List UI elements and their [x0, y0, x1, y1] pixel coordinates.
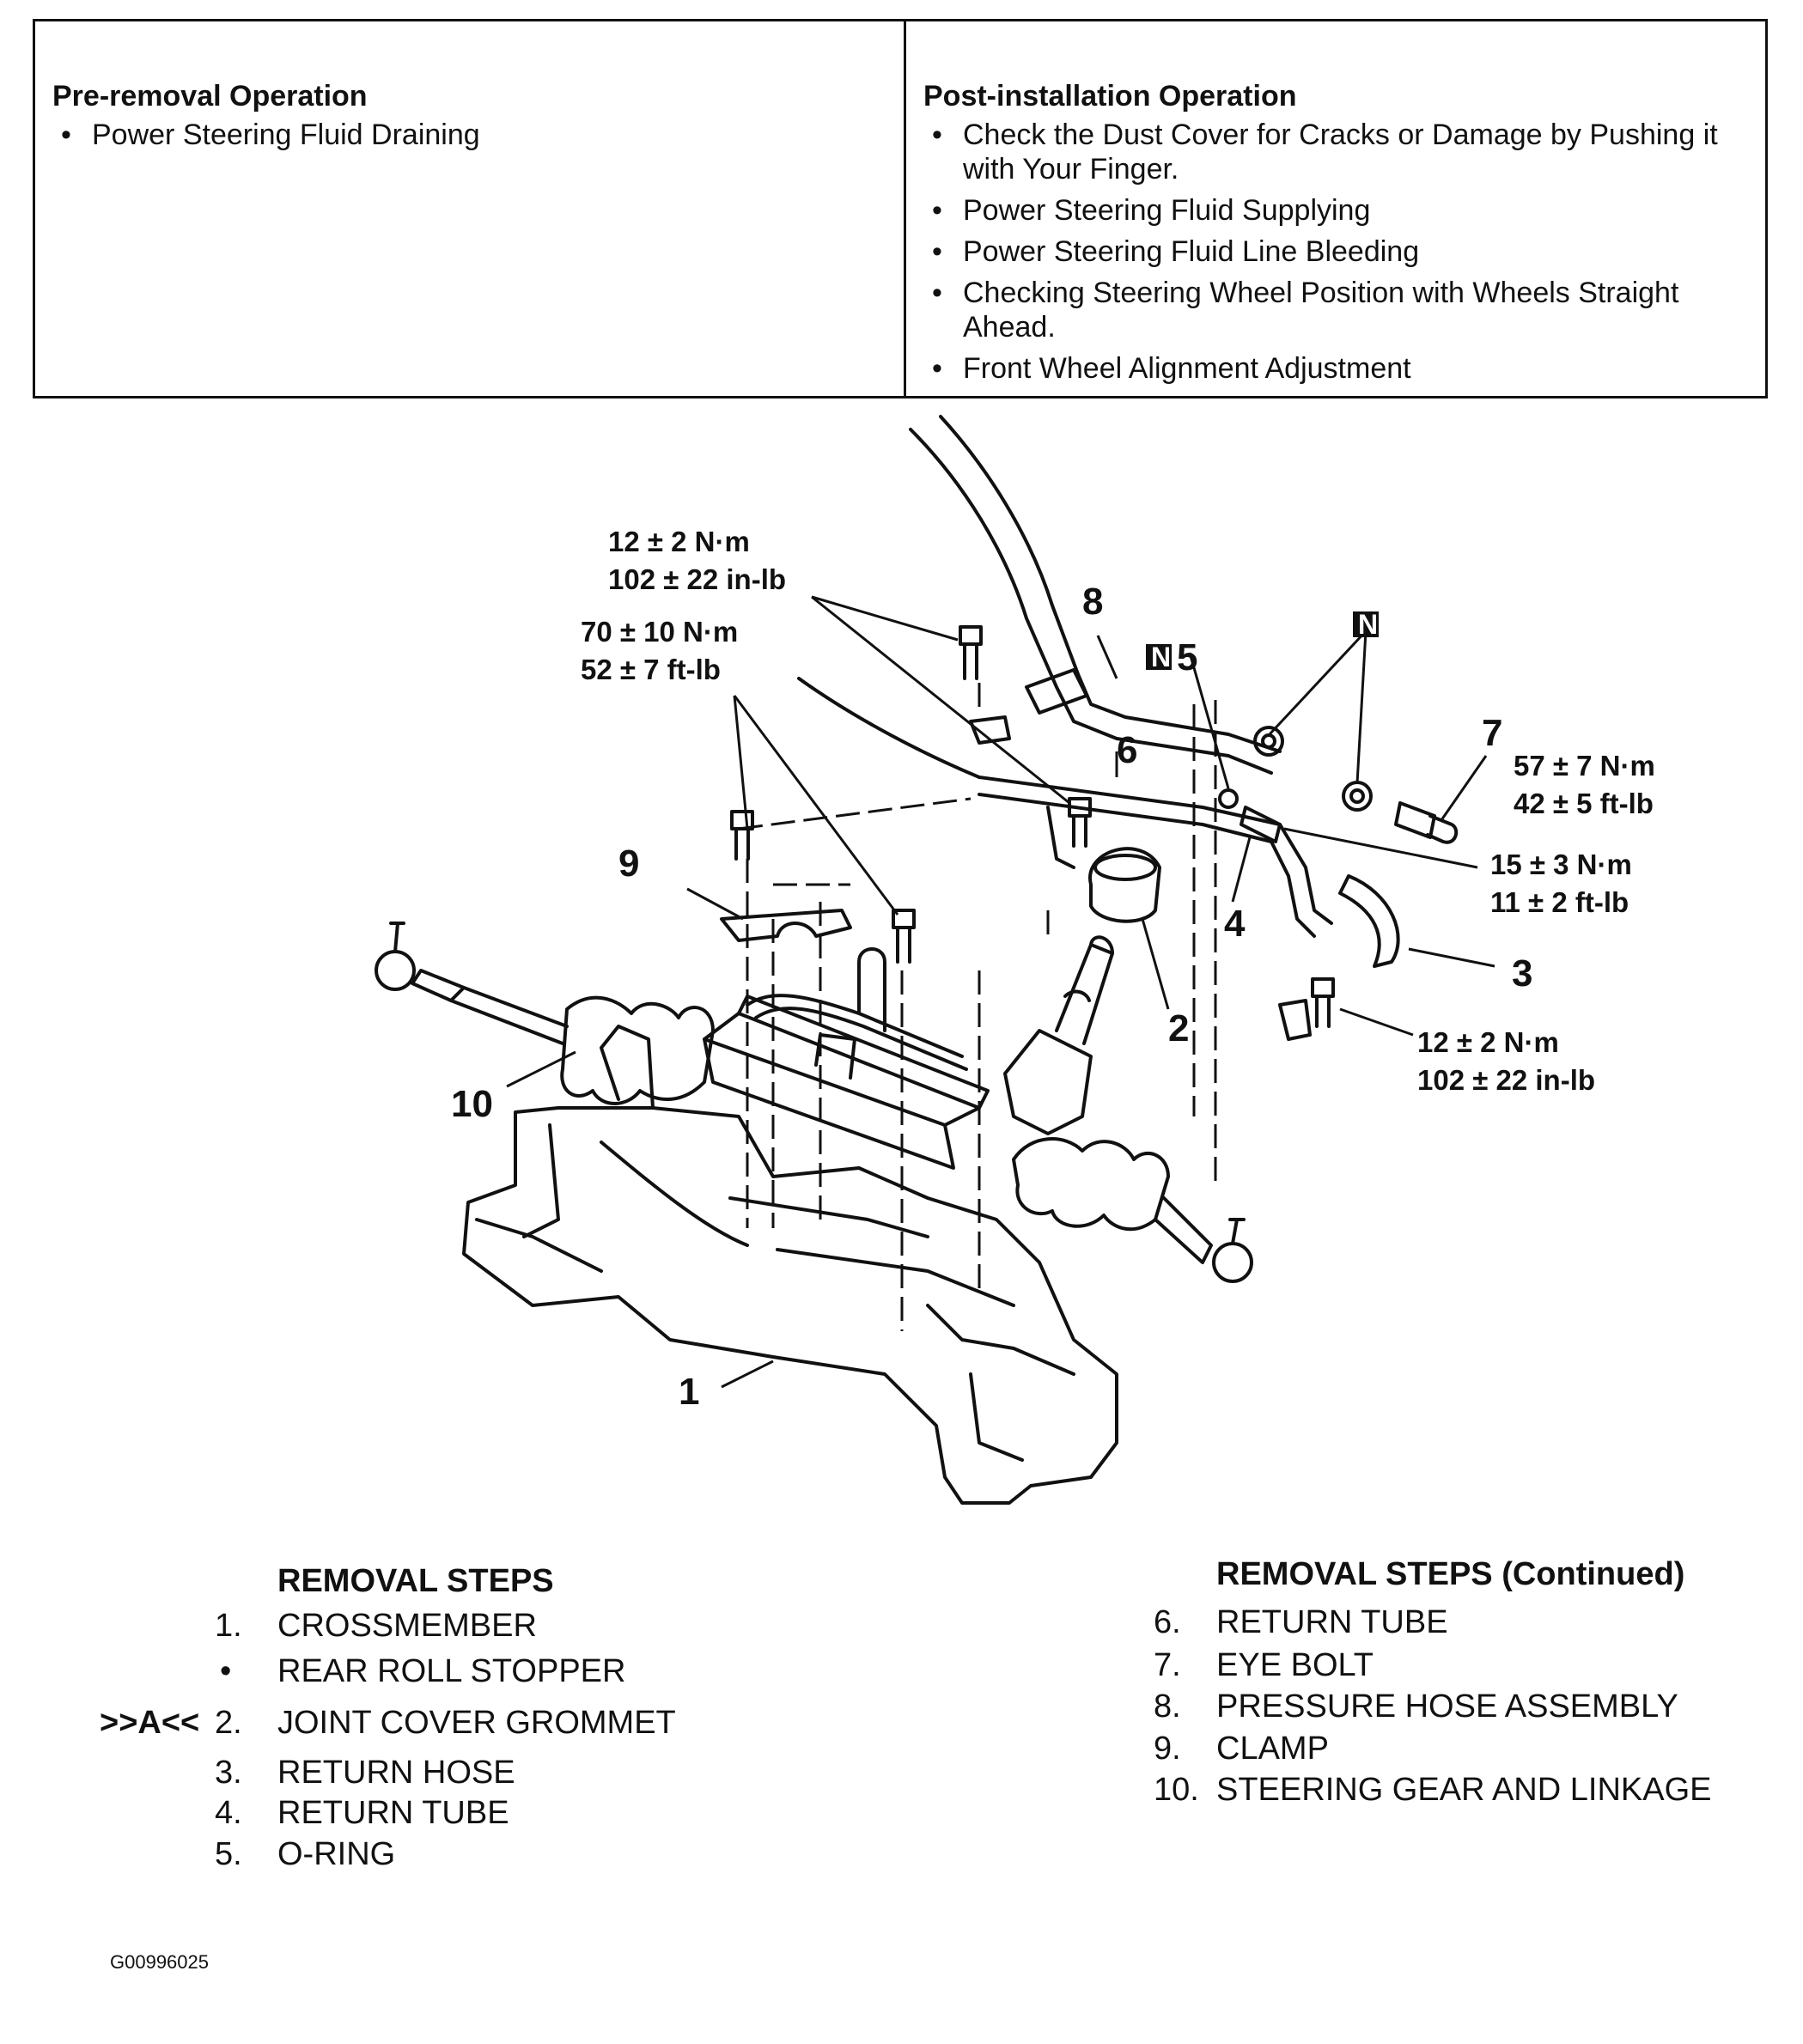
pre-removal-list: •Power Steering Fluid Draining [52, 118, 878, 157]
callout-5: 5 [1177, 636, 1197, 678]
list-item: •Power Steering Fluid Draining [61, 119, 480, 151]
bolt-icon [730, 810, 754, 861]
callout-9: 9 [618, 843, 639, 885]
torque-eye-bolt-nm: 57 ± 7 N·m [1514, 750, 1655, 782]
bullet-icon: • [61, 119, 71, 151]
torque-lower-bolt-nm: 12 ± 2 N·m [1417, 1026, 1559, 1058]
torque-clamp-bolt-ftlb: 52 ± 7 ft-lb [581, 654, 721, 685]
list-item: •Power Steering Fluid Supplying [932, 194, 1371, 227]
left-boot [560, 995, 715, 1105]
pinion-valve-housing [1003, 1029, 1093, 1135]
removal-steps-continued-title: REMOVAL STEPS (Continued) [1216, 1556, 1685, 1592]
bullet-icon: • [932, 194, 942, 227]
bullet-icon: • [932, 119, 942, 151]
torque-upper-bolt-inlb: 102 ± 22 in-lb [608, 563, 786, 595]
pre-removal-title: Pre-removal Operation [52, 80, 368, 113]
callout-3: 3 [1512, 952, 1532, 995]
figure-id: G00996025 [110, 1951, 209, 1973]
bolt-icon [1068, 797, 1092, 848]
list-item: •Power Steering Fluid Line Bleeding [932, 235, 1420, 268]
n-badge-5: N [1146, 642, 1172, 672]
callout-4: 4 [1224, 903, 1246, 945]
clamp [720, 909, 852, 942]
svg-text:N: N [1151, 642, 1171, 672]
callout-1: 1 [679, 1371, 699, 1413]
removal-steps-title: REMOVAL STEPS [277, 1563, 554, 1599]
bolt-icon [1311, 977, 1335, 1028]
right-tie-rod [1154, 1196, 1213, 1264]
torque-upper-bolt-nm: 12 ± 2 N·m [608, 526, 750, 557]
return-tube [978, 793, 1316, 938]
svg-text:N: N [1358, 609, 1378, 640]
bullet-icon: • [932, 352, 942, 385]
pressure-hose [909, 428, 1273, 775]
callout-2: 2 [1168, 1007, 1189, 1049]
operations-table: Pre-removal Operation •Power Steering Fl… [33, 19, 1768, 398]
callout-6: 6 [1117, 729, 1137, 771]
post-installation-column: Post-installation Operation •Check the D… [906, 21, 1765, 396]
n-badge-o-rings: N [1353, 609, 1379, 640]
torque-eye-bolt-ftlb: 42 ± 5 ft-lb [1514, 788, 1654, 819]
pre-removal-column: Pre-removal Operation •Power Steering Fl… [35, 21, 906, 396]
steering-gear-exploded-diagram: N N 1 2 3 4 5 6 7 8 9 10 12 ± 2 N·m 102 … [375, 415, 1655, 1505]
torque-clamp-bolt-nm: 70 ± 10 N·m [581, 616, 738, 648]
torque-tube-fitting-ftlb: 11 ± 2 ft-lb [1490, 886, 1629, 918]
bullet-icon: • [932, 277, 942, 309]
list-item: •Front Wheel Alignment Adjustment [932, 352, 1411, 385]
post-installation-title: Post-installation Operation [923, 80, 1297, 113]
list-item: •Checking Steering Wheel Position with W… [932, 277, 1679, 344]
crossmember-shape [462, 1106, 1118, 1505]
steering-rack-housing [703, 1012, 981, 1127]
right-boot [1012, 1137, 1170, 1232]
callout-10: 10 [451, 1083, 493, 1125]
bolt-icon [959, 625, 983, 680]
torque-lower-bolt-inlb: 102 ± 22 in-lb [1417, 1064, 1595, 1096]
o-ring-upper [1253, 726, 1284, 757]
list-item: •Check the Dust Cover for Cracks or Dama… [932, 119, 1718, 186]
eye-bolt [1394, 801, 1436, 839]
procedure-mark: >>A<< [100, 1705, 200, 1741]
joint-cover-grommet [1088, 847, 1161, 923]
bullet-icon: • [932, 235, 942, 268]
o-ring-lower [1342, 781, 1373, 812]
left-tie-rod [449, 986, 569, 1045]
callout-8: 8 [1082, 581, 1103, 623]
return-hose [1338, 874, 1400, 968]
callout-7: 7 [1482, 712, 1502, 754]
post-installation-list: •Check the Dust Cover for Cracks or Dama… [923, 118, 1739, 392]
bolt-icon [892, 909, 916, 964]
torque-tube-fitting-nm: 15 ± 3 N·m [1490, 849, 1632, 880]
